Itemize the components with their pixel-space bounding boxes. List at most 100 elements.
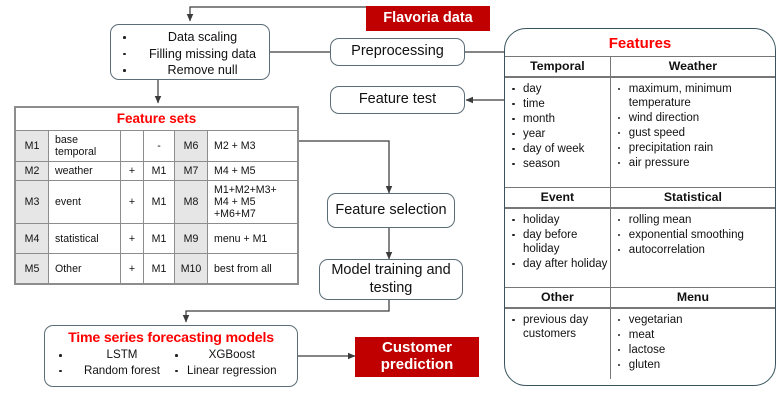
list-item: gluten bbox=[613, 358, 773, 372]
feature-selection-node[interactable]: Feature selection bbox=[327, 193, 455, 228]
time-series-models-columns: LSTM Random forest XGBoost Linear regres… bbox=[45, 348, 297, 379]
list-item: precipitation rain bbox=[613, 141, 773, 155]
group-items-right: vegetarian meat lactose gluten bbox=[610, 308, 775, 379]
list-item: autocorrelation bbox=[613, 243, 773, 257]
list-item: lactose bbox=[613, 343, 773, 357]
table-row: M1 base temporal - M6 M2 + M3 bbox=[15, 130, 298, 162]
cell-expr: menu + M1 bbox=[207, 223, 298, 254]
cell-id2: M8 bbox=[174, 180, 208, 224]
table-row: M5 Other + M1 M10 best from all bbox=[15, 253, 298, 284]
group-header-right: Weather bbox=[610, 56, 775, 78]
group-items-left: holiday day before holiday day after hol… bbox=[505, 208, 611, 278]
list-item: season bbox=[507, 157, 608, 171]
features-group-body: previous day customers vegetarian meat l… bbox=[505, 308, 775, 379]
flavoria-data-node[interactable]: Flavoria data bbox=[366, 6, 490, 31]
cell-base: M1 bbox=[143, 223, 175, 254]
cell-base: M1 bbox=[143, 161, 175, 181]
list-item: day after holiday bbox=[507, 257, 608, 271]
cell-id: M2 bbox=[15, 161, 49, 181]
list-item: air pressure bbox=[613, 156, 773, 170]
preprocessing-node[interactable]: Preprocessing bbox=[330, 38, 465, 66]
flavoria-data-label: Flavoria data bbox=[383, 10, 473, 27]
cell-op: + bbox=[120, 253, 144, 284]
cell-op bbox=[120, 130, 144, 162]
cell-name: base temporal bbox=[48, 130, 121, 162]
cell-id2: M9 bbox=[174, 223, 208, 254]
features-group-spacer bbox=[505, 178, 775, 188]
list-item: LSTM bbox=[57, 348, 173, 363]
feature-sets-title-row: Feature sets bbox=[15, 107, 298, 131]
cell-base: M1 bbox=[143, 253, 175, 284]
customer-prediction-node[interactable]: Customer prediction bbox=[355, 337, 479, 377]
list-item: day bbox=[507, 82, 608, 96]
list-item: Filling missing data bbox=[121, 47, 269, 63]
list-item: rolling mean bbox=[613, 213, 773, 227]
feature-test-node[interactable]: Feature test bbox=[330, 86, 465, 114]
list-item: time bbox=[507, 97, 608, 111]
features-group-body: day time month year day of week season m… bbox=[505, 77, 775, 178]
group-header-left: Event bbox=[505, 187, 611, 209]
customer-prediction-label: Customer prediction bbox=[380, 339, 454, 373]
preprocessing-steps-list: Data scaling Filling missing data Remove… bbox=[121, 30, 269, 79]
cell-name: statistical bbox=[48, 223, 121, 254]
list-item: XGBoost bbox=[173, 348, 277, 363]
cell-expr: best from all bbox=[207, 253, 298, 284]
cell-id2: M6 bbox=[174, 130, 208, 162]
list-item: wind direction bbox=[613, 111, 773, 125]
preprocessing-label: Preprocessing bbox=[351, 43, 444, 60]
cell-expr: M4 + M5 bbox=[207, 161, 298, 181]
cell-name: event bbox=[48, 180, 121, 224]
feature-test-label: Feature test bbox=[358, 91, 437, 108]
cell-op: + bbox=[120, 161, 144, 181]
time-series-models-box: Time series forecasting models LSTM Rand… bbox=[44, 325, 298, 387]
features-panel: Features Temporal Weather day time month… bbox=[504, 28, 776, 386]
preprocessing-steps-box: Data scaling Filling missing data Remove… bbox=[110, 24, 270, 80]
features-group-header: Event Statistical bbox=[505, 187, 775, 209]
list-item: maximum, minimum temperature bbox=[613, 82, 773, 110]
list-item: Data scaling bbox=[121, 30, 269, 46]
model-training-label: Model training and testing bbox=[331, 262, 451, 296]
list-item: vegetarian bbox=[613, 313, 773, 327]
list-item: exponential smoothing bbox=[613, 228, 773, 242]
features-table: Temporal Weather day time month year day… bbox=[505, 56, 775, 379]
group-items-left: day time month year day of week season bbox=[505, 77, 611, 178]
list-item: Linear regression bbox=[173, 364, 277, 379]
cell-expr: M2 + M3 bbox=[207, 130, 298, 162]
group-items-left: previous day customers bbox=[505, 308, 611, 379]
table-row: M2 weather + M1 M7 M4 + M5 bbox=[15, 161, 298, 181]
cell-expr: M1+M2+M3+ M4 + M5 +M6+M7 bbox=[207, 180, 298, 224]
group-header-left: Other bbox=[505, 287, 611, 309]
features-group-header: Other Menu bbox=[505, 287, 775, 309]
list-item: gust speed bbox=[613, 126, 773, 140]
list-item: year bbox=[507, 127, 608, 141]
cell-name: Other bbox=[48, 253, 121, 284]
list-item: Remove null bbox=[121, 63, 269, 79]
table-row: M4 statistical + M1 M9 menu + M1 bbox=[15, 223, 298, 254]
list-item: day of week bbox=[507, 142, 608, 156]
model-training-node[interactable]: Model training and testing bbox=[319, 259, 463, 300]
feature-selection-label: Feature selection bbox=[335, 201, 447, 218]
cell-id: M4 bbox=[15, 223, 49, 254]
cell-id: M1 bbox=[15, 130, 49, 162]
cell-op: + bbox=[120, 223, 144, 254]
table-row: M3 event + M1 M8 M1+M2+M3+ M4 + M5 +M6+M… bbox=[15, 180, 298, 224]
cell-id: M5 bbox=[15, 253, 49, 284]
group-header-right: Statistical bbox=[610, 187, 775, 209]
cell-id2: M7 bbox=[174, 161, 208, 181]
feature-sets-table: Feature sets M1 base temporal - M6 M2 + … bbox=[14, 106, 299, 285]
list-item: holiday bbox=[507, 213, 608, 227]
models-column-b: XGBoost Linear regression bbox=[173, 348, 277, 379]
cell-name: weather bbox=[48, 161, 121, 181]
list-item: month bbox=[507, 112, 608, 126]
list-item: Random forest bbox=[57, 364, 173, 379]
group-header-left: Temporal bbox=[505, 56, 611, 78]
cell-base: M1 bbox=[143, 180, 175, 224]
cell-op: + bbox=[120, 180, 144, 224]
features-group-body: holiday day before holiday day after hol… bbox=[505, 208, 775, 278]
list-item: meat bbox=[613, 328, 773, 342]
cell-base: - bbox=[143, 130, 175, 162]
features-group-header: Temporal Weather bbox=[505, 56, 775, 78]
time-series-models-title: Time series forecasting models bbox=[68, 330, 274, 346]
features-group-spacer bbox=[505, 278, 775, 288]
